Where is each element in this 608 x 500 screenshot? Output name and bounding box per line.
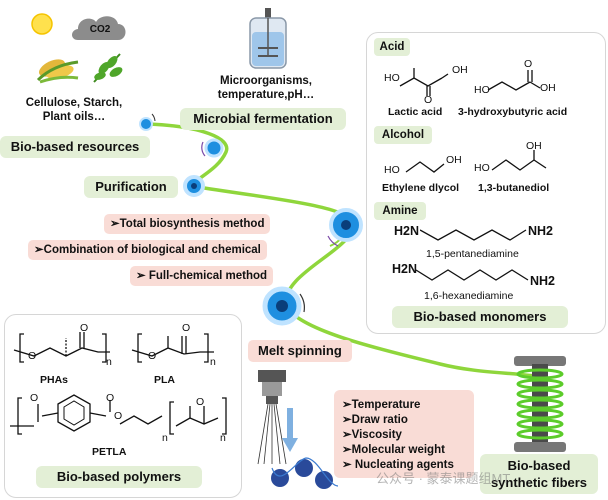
hda-label: 1,6-hexanediamine (424, 290, 514, 302)
petla-n2-label: n (220, 432, 226, 444)
pha-n-label: n (106, 356, 112, 368)
bioreactor-icon (249, 8, 287, 69)
petla-o3-label: O (114, 410, 123, 422)
fiber-spool-icon (514, 356, 566, 452)
resources-caption: Cellulose, Starch, Plant oils… (4, 96, 144, 124)
hexanediamine-structure (416, 269, 529, 281)
param-viscosity: ➢Viscosity (342, 429, 402, 441)
bio-based-polymers-tag: Bio-based polymers (36, 466, 202, 488)
cloud-co2-icon (72, 16, 126, 40)
param-nucleating-agents: ➢ Nucleating agents (342, 459, 454, 471)
watermark: 公众号 · 蒙泰课题组MT (376, 471, 511, 486)
flow-node-5 (262, 286, 305, 326)
resources-caption-line2: Plant oils… (42, 111, 106, 123)
petla-o4-label: O (196, 396, 205, 408)
sun-icon (31, 13, 53, 35)
fermentation-caption-line2: temperature,pH… (217, 89, 315, 101)
leaf-icon (93, 53, 123, 83)
spinning-params-box (334, 390, 474, 478)
bio-based-fibers-tag: Bio-based synthetic fibers (480, 454, 598, 494)
eg-oh-label: OH (446, 154, 462, 166)
spinning-params-list: ➢Temperature ➢Draw ratio ➢Viscosity ➢Mol… (342, 398, 454, 473)
hba-o-label: O (524, 58, 533, 70)
spinning-machine-icon (257, 370, 339, 489)
method-combination: ➢Combination of biological and chemical (28, 240, 267, 260)
lactic-oh-label: OH (452, 64, 468, 76)
bdo-label: 1,3-butanediol (478, 182, 550, 194)
lactic-o-label: O (424, 94, 433, 106)
lactic-ho-label: HO (384, 72, 400, 84)
lactic-acid-label: Lactic acid (388, 106, 443, 118)
co2-label: CO2 (89, 24, 111, 35)
pda-label: 1,5-pentanediamine (426, 248, 519, 260)
melt-spinning-tag: Melt spinning (248, 340, 352, 362)
pha-o2-label: O (80, 322, 89, 334)
butanediol-structure (491, 150, 547, 171)
hda-h2n-label: H2N (392, 262, 418, 276)
method-total-biosynthesis: ➢Total biosynthesis method (104, 214, 271, 234)
method-full-chemical: ➢ Full-chemical method (130, 266, 274, 286)
pda-h2n-label: H2N (394, 224, 420, 238)
lactic-acid-structure (399, 68, 449, 96)
petla-o2-label: O (106, 392, 115, 404)
param-temperature: ➢Temperature (342, 399, 421, 411)
flow-node-3 (183, 175, 205, 197)
flow-node-4 (327, 208, 363, 247)
hba-ho-label: HO (474, 84, 490, 96)
param-draw-ratio: ➢Draw ratio (342, 414, 408, 426)
corn-icon (36, 59, 79, 84)
alcohol-header: Alcohol (374, 126, 432, 144)
pentanediamine-structure (420, 229, 527, 241)
hydroxybutyric-acid-structure (487, 70, 541, 91)
fibers-tag-line2: synthetic fibers (490, 475, 588, 490)
bio-based-resources-tag: Bio-based resources (0, 136, 150, 158)
pla-o-label: O (148, 350, 157, 362)
eg-ho-label: HO (384, 164, 400, 176)
acid-header: Acid (374, 38, 410, 56)
flow-node-2 (201, 138, 224, 158)
pla-n-label: n (210, 356, 216, 368)
microbial-fermentation-tag: Microbial fermentation (180, 108, 346, 130)
pla-o2-label: O (182, 322, 191, 334)
param-molecular-weight: ➢Molecular weight (342, 444, 445, 456)
pha-label: PHAs (40, 374, 69, 386)
pha-o-label: O (28, 350, 37, 362)
hba-label: 3-hydroxybutyric acid (458, 106, 568, 118)
eg-label: Ethylene dlycol (382, 182, 460, 194)
petla-o1-label: O (30, 392, 39, 404)
hba-oh-label: OH (540, 82, 556, 94)
bdo-oh-label: OH (526, 140, 542, 152)
petla-structure (10, 394, 227, 435)
amine-header: Amine (374, 202, 426, 220)
resources-caption-line1: Cellulose, Starch, (25, 97, 123, 109)
pda-nh2-label: NH2 (528, 224, 554, 238)
pla-structure (131, 333, 214, 363)
petla-n-label: n (162, 432, 168, 444)
hda-nh2-label: NH2 (530, 274, 556, 288)
fibers-tag-line1: Bio-based (507, 458, 571, 473)
ethylene-glycol-structure (405, 161, 445, 173)
pha-structure (13, 332, 110, 363)
fermentation-caption-line1: Microorganisms, (219, 75, 313, 87)
purification-tag: Purification (84, 176, 178, 198)
fermentation-caption: Microorganisms, temperature,pH… (196, 74, 336, 102)
petla-label: PETLA (92, 446, 127, 458)
pla-label: PLA (154, 374, 175, 386)
bdo-ho-label: HO (474, 162, 490, 174)
bio-based-monomers-tag: Bio-based monomers (392, 306, 568, 328)
flow-node-1 (139, 113, 156, 131)
